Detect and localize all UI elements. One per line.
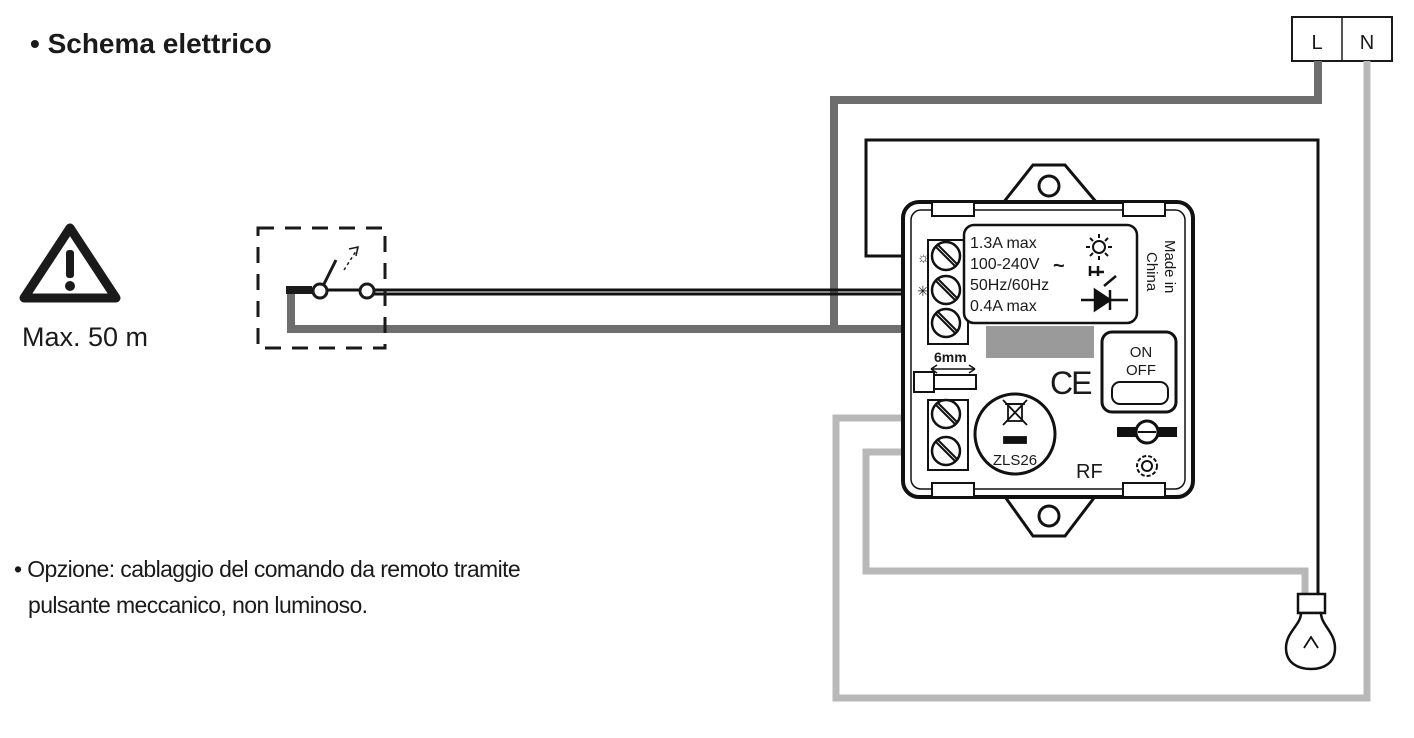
warning-icon	[19, 223, 121, 303]
button-return-wire	[287, 290, 834, 333]
pairing-button[interactable]	[1117, 419, 1177, 445]
terminal-block-top: ☼ ✳	[917, 239, 969, 345]
ac-icon: ~	[1053, 255, 1065, 277]
strip-length-gauge: 6mm	[913, 349, 977, 393]
spec-led-current: 0.4A max	[970, 298, 1037, 315]
power-supply-box: L N	[1291, 16, 1393, 62]
smart-module: ☼ ✳ 6mm 1.	[901, 163, 1195, 538]
phase-label: L	[1311, 32, 1322, 54]
phase-wire	[830, 61, 1322, 333]
spec-frequency: 50Hz/60Hz	[970, 277, 1049, 294]
neutral-label: N	[1360, 32, 1374, 54]
gray-label-strip	[986, 326, 1094, 358]
svg-text:6mm: 6mm	[934, 349, 967, 365]
gear-icon	[1136, 455, 1158, 477]
spec-label: 1.3A max 100-240V ~ 50Hz/60Hz 0.4A max	[962, 223, 1139, 325]
lamp-return-wire	[864, 138, 1320, 598]
switch-off-label: OFF	[1126, 362, 1156, 379]
load-wire	[862, 448, 1309, 598]
lamp-terminal-icon: ☼	[917, 249, 930, 265]
rf-label: RF	[1076, 461, 1103, 483]
made-in-country-label: China	[1143, 252, 1160, 292]
signal-terminal-icon: ✳	[917, 283, 929, 299]
on-off-switch[interactable]: ON OFF	[1100, 330, 1178, 414]
option-note-line-1: • Opzione: cablaggio del comando da remo…	[14, 556, 521, 582]
push-button-switch	[256, 226, 387, 350]
option-note-line-2: pulsante meccanico, non luminoso.	[28, 592, 368, 618]
switch-on-label: ON	[1130, 344, 1153, 361]
weee-bin-icon	[1002, 399, 1028, 444]
bulb-load-icon	[1086, 234, 1112, 260]
model-disc: ZLS26	[973, 392, 1057, 476]
made-in-label: Made in	[1161, 240, 1178, 293]
max-distance-label: Max. 50 m	[22, 322, 149, 352]
terminal-block-bottom	[927, 398, 969, 471]
neutral-wire	[832, 61, 1371, 702]
bulb-icon	[1284, 592, 1337, 671]
page-title: • Schema elettrico	[30, 28, 272, 59]
model-label: ZLS26	[993, 452, 1037, 469]
spec-current: 1.3A max	[970, 235, 1037, 252]
led-load-icon	[1081, 266, 1128, 313]
option-note: • Opzione: cablaggio del comando da remo…	[14, 551, 554, 623]
ce-mark: CE	[1050, 365, 1091, 401]
spec-voltage: 100-240V	[970, 256, 1040, 273]
